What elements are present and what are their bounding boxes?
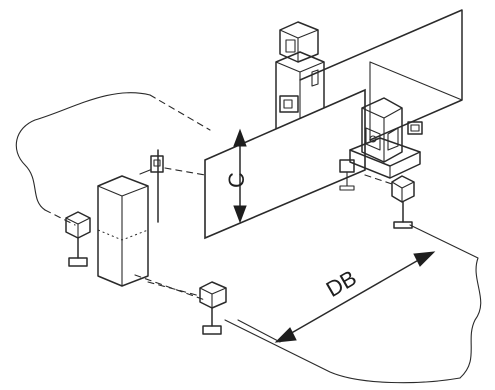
distance-dimension: DB — [237, 251, 436, 343]
connection-lines — [147, 167, 396, 297]
front-panel — [204, 88, 366, 240]
right-floor-outline — [224, 224, 482, 384]
left-column — [97, 149, 164, 287]
right-front-sensor — [391, 175, 415, 229]
left-floor-outline — [15, 92, 211, 301]
back-frame — [299, 9, 463, 141]
right-sensor-assembly — [339, 97, 423, 191]
left-sensor — [65, 211, 91, 267]
bottom-sensor — [199, 281, 227, 335]
height-dimension-label: C — [224, 172, 249, 188]
height-dimension: C — [224, 128, 249, 224]
